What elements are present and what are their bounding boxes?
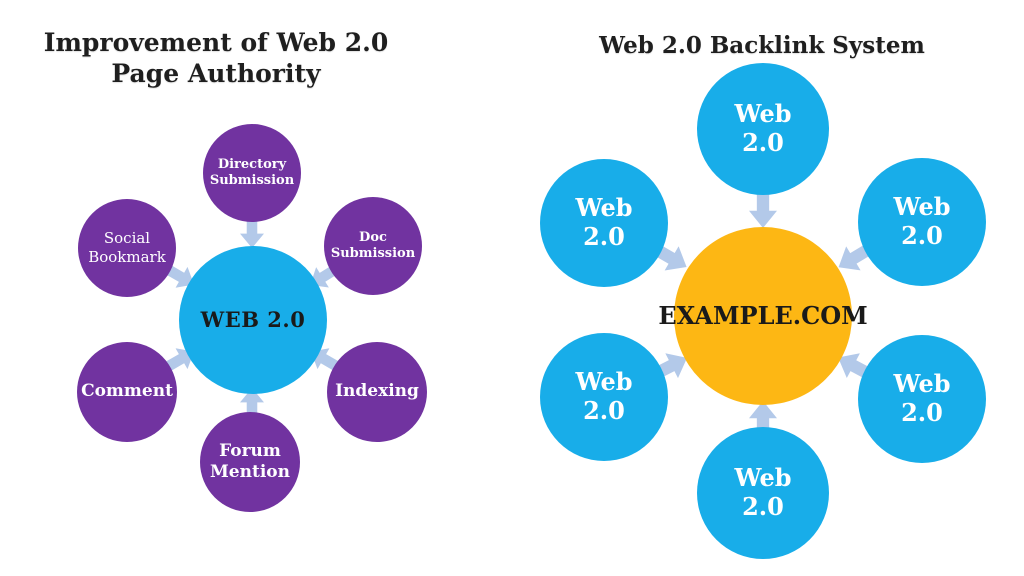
node-example-com: EXAMPLE.COM (658, 227, 868, 405)
node-web20-lower-right: Web 2.0 (858, 335, 986, 463)
arrow-directory-to-center (240, 218, 264, 248)
node-web20-upper-right: Web 2.0 (858, 158, 986, 286)
node-comment: Comment (77, 342, 177, 442)
left-diagram-title: Improvement of Web 2.0 Page Authority (43, 28, 389, 88)
node-forum-mention: Forum Mention (200, 412, 300, 512)
right-diagram-title: Web 2.0 Backlink System (599, 32, 925, 59)
node-web20-bottom: Web 2.0 (697, 427, 829, 559)
node-web20-lower-left: Web 2.0 (540, 333, 668, 461)
node-doc-submission: Doc Submission (324, 197, 422, 295)
node-web20-upper-left: Web 2.0 (540, 159, 668, 287)
node-directory-submission: Directory Submission (203, 124, 301, 222)
node-social-bookmark: Social Bookmark (78, 199, 176, 297)
node-web20-center: WEB 2.0 (179, 246, 327, 394)
arrow-web20-top-to-center (749, 192, 777, 228)
node-web20-top: Web 2.0 (697, 63, 829, 195)
node-indexing: Indexing (327, 342, 427, 442)
